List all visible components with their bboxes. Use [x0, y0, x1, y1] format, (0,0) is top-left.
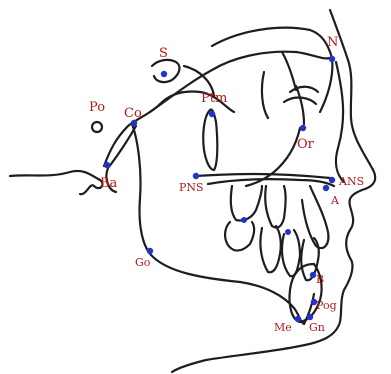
point-extra-2: [285, 229, 291, 235]
point-ans: [329, 177, 335, 183]
label-pog: Pog: [316, 299, 337, 312]
label-n: N: [327, 35, 338, 50]
point-pns: [193, 173, 199, 179]
label-pns: PNS: [179, 181, 204, 194]
point-me: [295, 316, 301, 322]
label-gn: Gn: [309, 321, 325, 334]
point-s: [161, 71, 167, 77]
label-go: Go: [135, 256, 151, 269]
label-b: B: [316, 273, 324, 286]
point-n: [329, 56, 335, 62]
point-or: [300, 125, 306, 131]
point-a: [323, 185, 329, 191]
label-s: S: [159, 46, 168, 61]
point-ba: [104, 162, 110, 168]
label-or: Or: [297, 137, 315, 152]
label-a: A: [330, 194, 340, 207]
point-go: [147, 248, 153, 254]
label-me: Me: [274, 321, 292, 334]
point-gn: [307, 314, 313, 320]
label-ans: ANS: [338, 175, 364, 188]
point-ptm: [209, 111, 215, 117]
point-extra-1: [241, 217, 247, 223]
label-ptm: Ptm: [201, 91, 227, 106]
label-co: Co: [124, 106, 142, 121]
label-po: Po: [89, 100, 105, 115]
label-ba: Ba: [100, 176, 118, 191]
